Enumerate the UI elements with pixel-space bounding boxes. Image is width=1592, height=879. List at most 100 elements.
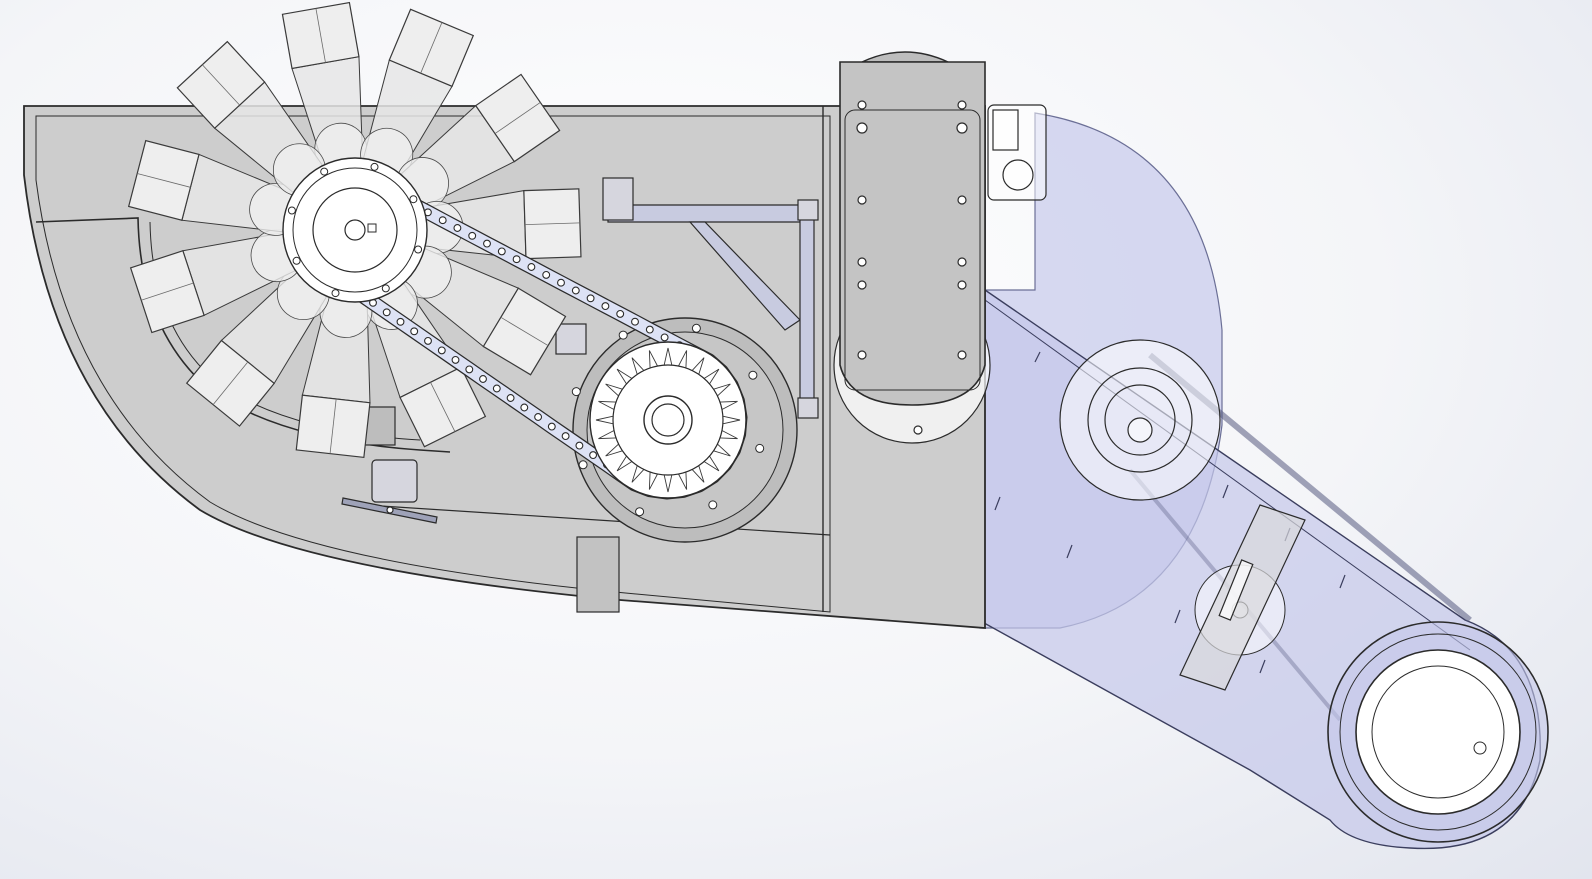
chain-roller [396,317,405,326]
sprocket-tooth [598,430,617,440]
bolt [708,500,718,510]
chain-roller [410,327,419,336]
sprocket-tooth [616,455,633,472]
sprocket-tooth [722,415,741,425]
chain-roller [479,375,487,383]
paddle-blade-crease [420,22,443,74]
sprocket-tooth [713,443,731,457]
sprocket-tooth [631,465,645,483]
guard-upper-pulley [1059,339,1221,501]
paddle-blade-crease [329,398,337,454]
chain-roller [382,308,391,317]
chain-roller [561,432,570,441]
belt-guard [824,104,1549,850]
paddle-blade [281,1,368,176]
chain-roller [506,394,515,402]
paddle-blade [295,285,373,459]
bolt [409,195,418,204]
bolt [748,370,758,380]
sprocket-tooth [719,400,738,410]
chain-roller [468,231,477,240]
housing-base-line [349,503,831,536]
sprocket-tooth [605,383,623,397]
paddle-blade-crease [202,64,240,106]
paddle-blade-crease [500,316,549,346]
chain-roller [631,317,639,326]
sprocket-tooth [719,430,738,440]
chain-roller [483,239,491,248]
driven-sprocket [282,157,428,303]
chain-roller [660,333,669,342]
paddle-blade-crease [212,361,249,405]
sprocket-tooth [703,455,720,472]
chain-roller [571,286,580,295]
sprocket-tooth [595,415,614,425]
chain-roller [512,255,521,264]
bolt [578,460,588,470]
sprocket-tooth [691,465,705,483]
bolt [292,256,301,265]
column-body [839,61,986,406]
sprocket-tooth [605,443,623,457]
sprocket-tooth [678,471,688,490]
lower-pulley [1327,621,1549,843]
bolt [331,289,340,298]
chain-roller [438,216,447,225]
bolt [381,284,390,293]
bolt [287,206,296,215]
sprocket-tooth [616,368,633,385]
chain-roller [601,302,610,311]
sprocket-tooth [691,357,705,375]
sprocket-tooth [598,400,617,410]
guard-mount-bracket [987,104,1047,201]
drive-column [833,51,991,444]
paddle-blade-crease [524,222,580,226]
chain-roller [547,422,556,431]
bolt [755,443,765,453]
tensioner-arm [1179,504,1306,691]
paddle-wheel [127,1,582,459]
chain-roller [589,451,598,460]
sprocket-tooth [648,350,658,369]
chain-roller [492,384,501,393]
bolt [635,507,645,517]
sprocket-tooth [663,347,673,366]
guard-arm-inner-edge [984,299,1471,651]
column-bolts [856,100,968,435]
paddle-blade [129,229,304,334]
bolt [618,330,628,340]
sprocket-bolt-ring [571,323,765,517]
chain-roller [451,355,460,364]
chain-roller [586,294,595,303]
chain-roller [645,325,654,334]
paddle-blade-crease [141,282,194,301]
chain-roller [453,224,462,232]
paddle-blade [176,40,326,197]
paddle-blade-crease [494,102,541,134]
sprocket-teeth [595,347,741,493]
bolt [571,387,581,397]
bolt [691,323,701,333]
chain-roller [465,365,474,374]
bolt [320,167,329,176]
chain-roller [437,346,446,355]
chain-roller [616,309,625,318]
chain-roller [557,278,565,287]
sprocket-bolt-ring [287,162,423,298]
paddle-blade-crease [315,8,326,63]
sprocket-tooth [703,368,720,385]
sprocket-tooth [663,474,673,493]
paddle-blade-crease [430,382,456,432]
sprocket-tooth [678,350,688,369]
chain-roller [520,403,529,412]
chain-roller [534,413,543,421]
sprocket-tooth [713,383,731,397]
chain-roller [424,336,432,345]
sprocket-tooth [648,471,658,490]
tensioner-bar [341,497,438,524]
drive-sprocket [571,323,765,517]
column-top-cap [861,51,949,63]
bolt [414,245,423,254]
